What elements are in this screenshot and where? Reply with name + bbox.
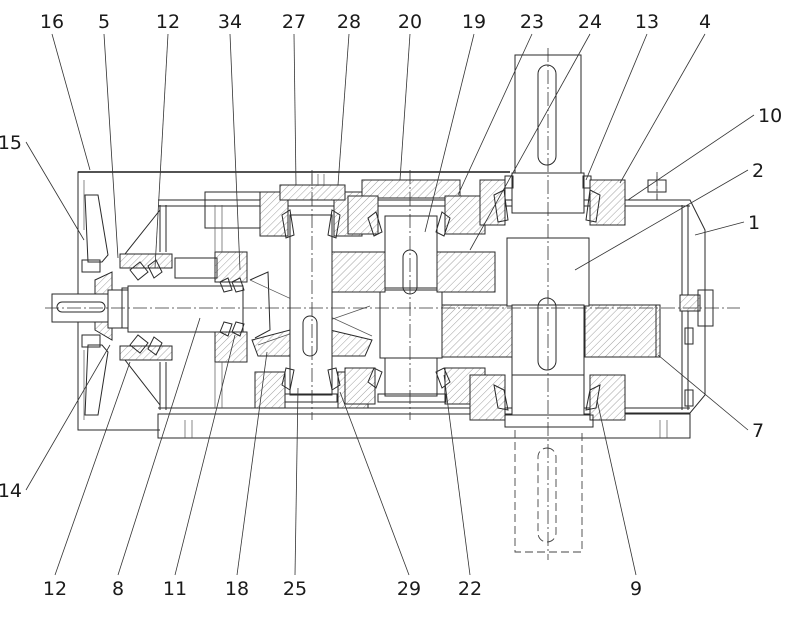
callout-label-20: 20 [398,11,422,33]
callout-label-8: 8 [112,578,124,600]
callout-label-15: 15 [0,132,22,154]
output-gear-lower [441,304,661,358]
leader-line-20 [399,33,411,181]
callout-label-24: 24 [578,11,602,33]
callout-label-13: 13 [635,11,659,33]
leader-line-10 [627,114,755,201]
leader-line-12b [54,361,131,576]
callout-label-11: 11 [163,578,187,600]
leader-line-22 [443,374,471,576]
leader-line-4 [619,33,706,184]
leader-line-16 [51,33,91,171]
leader-line-34 [229,33,241,271]
callout-label-23: 23 [520,11,544,33]
callout-label-1: 1 [748,212,760,234]
leader-line-7 [657,354,749,431]
callout-label-29: 29 [397,578,421,600]
callout-label-14: 14 [0,480,22,502]
leader-line-25 [294,387,299,576]
leader-line-24 [469,33,591,251]
callout-label-19: 19 [462,11,486,33]
callout-label-22: 22 [458,578,482,600]
leader-line-28 [337,33,350,186]
input-shaft [51,285,244,333]
leader-line-2 [574,169,749,271]
callout-label-25: 25 [283,578,307,600]
callout-label-34: 34 [218,11,242,33]
leader-lines [25,33,755,576]
callout-label-4: 4 [699,11,711,33]
center-lines [45,48,740,560]
leader-line-12a [154,33,169,269]
callout-label-2: 2 [752,160,764,182]
callout-label-12a: 12 [156,11,180,33]
input-bearing-housing [119,205,173,410]
leader-line-9 [596,399,637,576]
leader-line-8 [117,317,201,576]
callout-label-7: 7 [752,420,764,442]
output-gear-upper [331,251,496,293]
callout-label-16: 16 [40,11,64,33]
callout-label-10: 10 [758,105,782,127]
right-end-cover [625,176,714,414]
leader-line-14 [25,344,111,491]
leader-line-27 [293,33,297,186]
leader-line-13 [585,33,648,181]
callout-label-5: 5 [98,11,110,33]
callout-label-18: 18 [225,578,249,600]
leader-line-1 [694,221,745,236]
callout-label-28: 28 [337,11,361,33]
leader-line-18 [236,351,268,576]
leader-line-11 [174,334,236,576]
leader-line-15 [25,141,85,241]
leader-line-23 [457,33,533,196]
callout-label-9: 9 [630,578,642,600]
leader-line-5 [103,33,119,259]
callout-label-27: 27 [282,11,306,33]
leader-line-19 [424,33,475,233]
callout-labels: 16 5 12 34 27 28 20 19 23 24 13 4 10 2 1 15 14 7 12 8 11 18 25… [0,11,782,600]
callout-label-12b: 12 [43,578,67,600]
input-shaft-second-bearing [174,191,268,408]
output-shaft-hidden [514,430,583,553]
leader-line-29 [339,391,410,576]
